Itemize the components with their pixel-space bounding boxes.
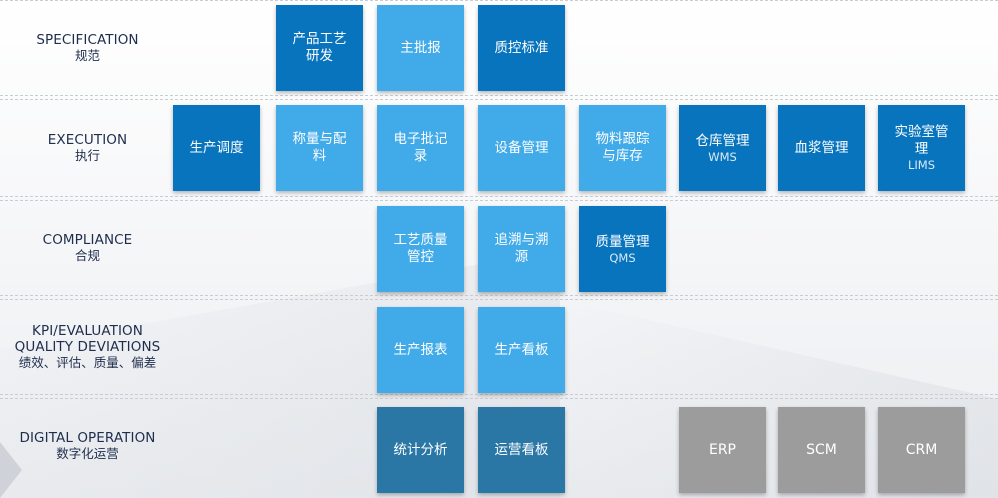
box-master-batch-record[interactable]: 主批报 xyxy=(377,5,464,91)
box-text: 电子批记 xyxy=(393,131,448,147)
box-text: 生产看板 xyxy=(494,341,549,358)
band-specification xyxy=(0,0,998,96)
row-label-cn: 规范 xyxy=(74,48,100,63)
box-scm[interactable]: SCM xyxy=(778,407,865,493)
box-text: 血浆管理 xyxy=(794,139,849,156)
box-product-process-rd[interactable]: 产品工艺 研发 xyxy=(276,5,363,91)
box-text: 设备管理 xyxy=(494,139,549,156)
row-label-kpi: KPI/EVALUATION QUALITY DEVIATIONS 绩效、评估、… xyxy=(0,299,175,395)
row-label-en: SPECIFICATION xyxy=(36,32,139,48)
box-subtext: LIMS xyxy=(907,158,936,172)
box-text: 研发 xyxy=(306,48,333,64)
box-traceability[interactable]: 追溯与溯 源 xyxy=(478,206,565,292)
box-crm[interactable]: CRM xyxy=(878,407,965,493)
box-equipment-management[interactable]: 设备管理 xyxy=(478,105,565,191)
arrow-icon xyxy=(0,442,22,498)
box-text: ERP xyxy=(708,441,736,458)
box-weighing-dispensing[interactable]: 称量与配 料 xyxy=(276,105,363,191)
box-text: 管控 xyxy=(407,249,434,265)
box-qc-standard[interactable]: 质控标准 xyxy=(478,5,565,91)
band-digital xyxy=(0,398,998,498)
row-label-en: DIGITAL OPERATION xyxy=(19,430,156,446)
row-label-execution: EXECUTION 执行 xyxy=(0,99,175,197)
box-subtext: WMS xyxy=(708,149,737,164)
row-label-en: COMPLIANCE xyxy=(42,232,133,248)
box-text: 运营看板 xyxy=(494,441,549,458)
box-text: SCM xyxy=(806,441,837,458)
row-label-compliance: COMPLIANCE 合规 xyxy=(0,200,175,296)
box-electronic-batch-record[interactable]: 电子批记 录 xyxy=(377,105,464,191)
box-text: CRM xyxy=(905,441,938,458)
box-text: 生产调度 xyxy=(189,139,244,156)
box-production-scheduling[interactable]: 生产调度 xyxy=(173,105,260,191)
band-compliance xyxy=(0,200,998,296)
row-label-digital: DIGITAL OPERATION 数字化运营 xyxy=(0,398,175,494)
box-erp[interactable]: ERP xyxy=(679,407,766,493)
box-text: 与库存 xyxy=(602,148,643,164)
box-statistical-analysis[interactable]: 统计分析 xyxy=(377,407,464,493)
box-lab-management[interactable]: 实验室管 理 LIMS xyxy=(878,105,965,191)
box-production-dashboard[interactable]: 生产看板 xyxy=(478,307,565,393)
box-text: 实验室管 xyxy=(894,124,949,140)
row-label-cn: 执行 xyxy=(74,148,100,163)
box-text: 追溯与溯 xyxy=(494,232,549,248)
box-process-quality-control[interactable]: 工艺质量 管控 xyxy=(377,206,464,292)
row-label-cn: 绩效、评估、质量、偏差 xyxy=(18,355,157,370)
row-label-en: EXECUTION xyxy=(47,132,128,148)
box-text: 称量与配 xyxy=(292,131,347,147)
box-text: 质控标准 xyxy=(494,39,549,56)
box-text: 录 xyxy=(413,148,428,164)
box-text: 理 xyxy=(914,141,929,157)
box-text: 源 xyxy=(514,249,529,265)
box-text: 主批报 xyxy=(400,39,441,56)
row-label-specification: SPECIFICATION 规范 xyxy=(0,0,175,96)
box-text: 料 xyxy=(312,148,327,164)
box-text: 工艺质量 xyxy=(393,232,448,248)
box-text: 质量管理 xyxy=(595,233,650,250)
band-execution xyxy=(0,99,998,197)
row-label-cn: 数字化运营 xyxy=(56,446,119,461)
box-subtext: QMS xyxy=(609,250,636,265)
box-material-tracking-inventory[interactable]: 物料跟踪 与库存 xyxy=(579,105,666,191)
band-kpi xyxy=(0,299,998,395)
box-plasma-management[interactable]: 血浆管理 xyxy=(778,105,865,191)
box-text: 物料跟踪 xyxy=(595,131,650,147)
box-warehouse-management[interactable]: 仓库管理 WMS xyxy=(679,105,766,191)
box-production-report[interactable]: 生产报表 xyxy=(377,307,464,393)
box-text: 生产报表 xyxy=(393,341,448,358)
row-label-en-2: QUALITY DEVIATIONS xyxy=(14,339,161,355)
box-text: 仓库管理 xyxy=(695,132,750,149)
row-label-en: KPI/EVALUATION xyxy=(32,323,143,339)
box-operations-dashboard[interactable]: 运营看板 xyxy=(478,407,565,493)
row-label-cn: 合规 xyxy=(74,248,100,263)
box-text: 统计分析 xyxy=(393,441,448,458)
box-text: 产品工艺 xyxy=(292,31,347,47)
box-quality-management[interactable]: 质量管理 QMS xyxy=(579,206,666,292)
